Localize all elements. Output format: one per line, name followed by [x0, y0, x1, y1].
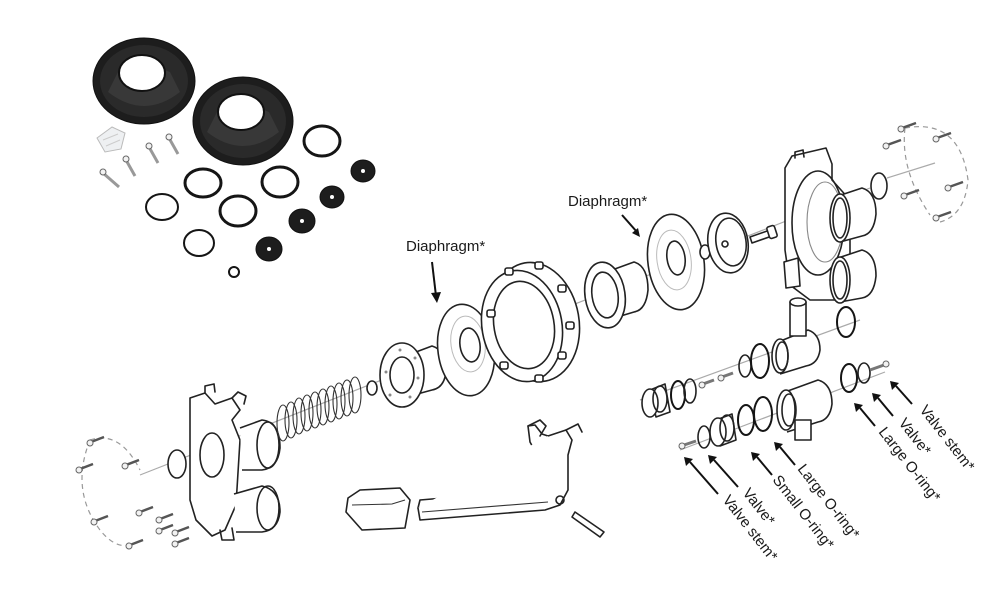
arrow-lower-large-o-ring: [774, 442, 796, 466]
arrow-upper-large-o-ring: [854, 403, 876, 427]
center-bolt: [749, 224, 778, 244]
diaphragm-plate: [706, 212, 750, 274]
diaphragm-chamber-ring: [480, 261, 581, 383]
housing-screw: [135, 505, 154, 517]
lower-large-o-ring: [753, 396, 773, 432]
kit-valve-disc: [350, 159, 376, 183]
lower-valve-assembly: [678, 360, 890, 451]
rubber-diaphragm-cup-1: [92, 37, 196, 125]
handle-pin: [571, 511, 605, 538]
left-housing-screws: [75, 435, 190, 550]
rubber-diaphragm-cup-2: [192, 76, 294, 166]
lower-valve-stem-left: [678, 439, 697, 450]
handle-grip: [345, 487, 411, 531]
housing-screw: [932, 210, 952, 222]
arrow-diaphragm-left: [431, 261, 441, 303]
left-pump-housing: [167, 383, 281, 541]
left-piston-flange: [379, 342, 447, 408]
right-piston-flange: [583, 261, 649, 329]
housing-screw: [932, 131, 952, 143]
kit-valve-disc: [255, 236, 283, 262]
upper-cap-o-ring-2: [683, 378, 697, 404]
kit-o-ring: [145, 193, 179, 221]
spacer-washer: [366, 380, 378, 396]
kit-o-ring: [302, 124, 342, 158]
kit-small-o-ring: [228, 266, 240, 278]
housing-screw: [86, 435, 105, 447]
arrow-lower-valve-stem: [684, 457, 719, 495]
upper-o-ring-large: [750, 343, 770, 379]
upper-right-o-ring: [836, 306, 856, 338]
kit-valve-disc: [288, 208, 316, 234]
upper-valve-stem-mid: [717, 371, 734, 382]
housing-screw: [121, 458, 140, 470]
kit-screws: [99, 133, 180, 189]
kit-screw: [122, 155, 137, 177]
lower-valve-cap: [709, 413, 737, 447]
housing-screw: [155, 512, 174, 524]
housing-screw: [155, 523, 174, 535]
upper-cap-o-ring-1: [670, 380, 686, 410]
upper-valve-assembly: [639, 297, 861, 418]
housing-screw: [90, 514, 109, 526]
housing-screw: [75, 462, 94, 474]
arrow-upper-valve: [872, 393, 894, 417]
housing-screw: [944, 180, 964, 192]
kit-valve-discs: [255, 159, 376, 262]
arrow-upper-valve-stem: [890, 381, 913, 405]
label-diaphragm-left: Diaphragm*: [406, 238, 485, 255]
kit-screw: [145, 142, 160, 164]
housing-screw: [900, 188, 920, 200]
kit-o-ring: [218, 194, 258, 228]
right-housing-gasket: [870, 172, 888, 200]
kit-o-rings: [145, 124, 342, 278]
kit-screw: [99, 168, 120, 189]
lower-right-valve: [857, 362, 871, 384]
housing-screw: [125, 538, 144, 550]
pump-handle: [417, 419, 583, 521]
left-housing-gasket: [167, 449, 187, 479]
lower-valve-body: [776, 379, 833, 441]
housing-screw: [897, 121, 917, 133]
housing-screw: [171, 536, 190, 548]
clear-valve-piece: [96, 126, 126, 153]
repair-kit: [92, 37, 376, 278]
upper-valve-cap: [641, 383, 671, 418]
kit-o-ring: [183, 229, 215, 257]
kit-valve-disc: [319, 185, 345, 209]
housing-screw: [882, 138, 902, 150]
lower-right-valve-stem: [869, 360, 890, 372]
label-diaphragm-right: Diaphragm*: [568, 193, 647, 210]
lower-valve-disc: [697, 425, 711, 449]
right-pump-housing: [783, 147, 877, 304]
right-housing-screws: [882, 121, 969, 223]
kit-o-ring: [183, 167, 223, 199]
kit-o-ring: [260, 165, 300, 199]
right-diaphragm: [646, 213, 706, 311]
arrow-diaphragm-right: [621, 214, 640, 237]
arrow-lower-small-o-ring: [751, 452, 773, 476]
upper-valve-stem-left: [698, 378, 715, 389]
spring: [276, 376, 362, 442]
lower-right-o-ring: [840, 363, 858, 393]
arrow-lower-valve: [708, 455, 739, 488]
upper-valve-body: [771, 297, 821, 375]
kit-screw: [165, 133, 180, 155]
lower-small-o-ring: [737, 404, 755, 436]
upper-valve-disc: [738, 354, 752, 378]
housing-screw: [171, 525, 190, 537]
